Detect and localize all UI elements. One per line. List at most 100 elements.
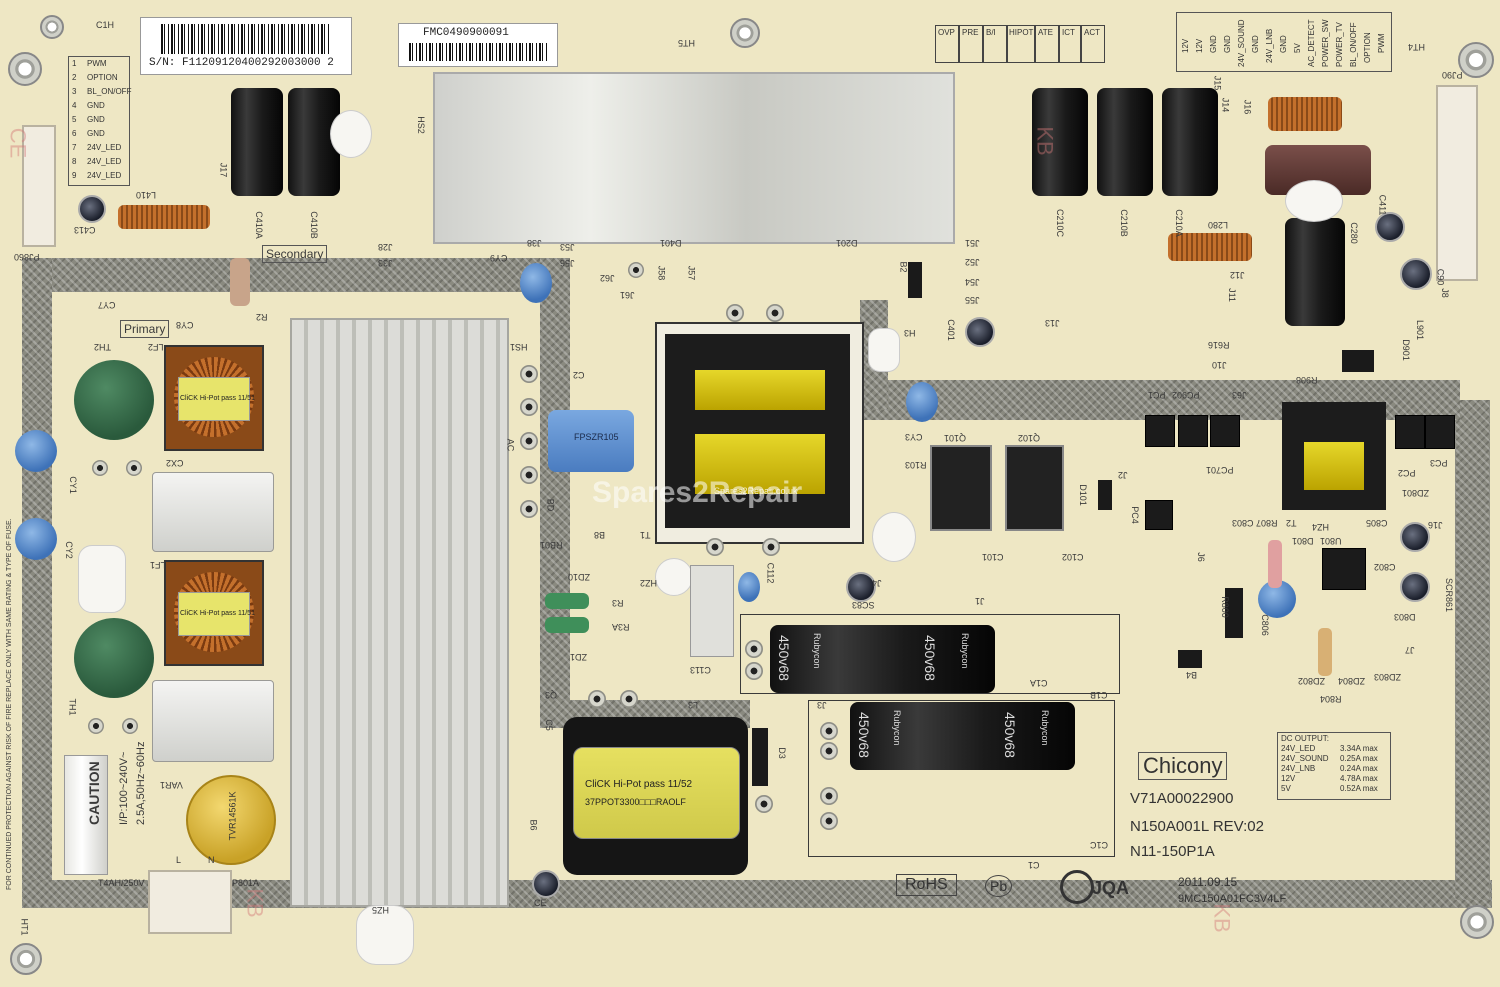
- ref-r804: R804: [1320, 694, 1342, 704]
- board-code: 9MC150A01FC3V4LF: [1178, 893, 1287, 905]
- optocoupler-pc902: [1178, 415, 1208, 447]
- kb-mark: KB: [242, 888, 268, 918]
- serial-barcode: [161, 24, 331, 54]
- y-capacitor-cy9: [520, 263, 552, 303]
- ref-b2: B2: [898, 261, 909, 273]
- watermark-url: Spares2Repair.co.uk: [714, 486, 798, 496]
- y-capacitor-c112: [738, 572, 760, 602]
- optocoupler-pc2: [1395, 415, 1425, 449]
- mounting-hole-ht5: [730, 18, 760, 48]
- white-clip-hz5: [356, 905, 414, 965]
- mounting-hole-c1h: [40, 15, 64, 39]
- white-clip-c411: [1285, 180, 1343, 222]
- heatsink-hs2: [433, 72, 955, 244]
- transformer-t2: [1282, 402, 1386, 510]
- solder-pad: [620, 690, 638, 708]
- white-clip-h3: [868, 328, 900, 372]
- solder-pad: [820, 722, 838, 740]
- kb-mark: KB: [1209, 903, 1235, 933]
- ref-c410b: C410B: [308, 211, 319, 239]
- ref-r908: R908: [1296, 375, 1318, 385]
- fuse-rating: T4AH/250V: [98, 878, 145, 888]
- ref-c805: C805: [1366, 518, 1388, 528]
- white-clip-hz4: [872, 512, 916, 562]
- electrolytic-c280: [1285, 218, 1345, 326]
- ref-d101: D101: [1077, 484, 1088, 506]
- ref-r800: R800: [1219, 596, 1230, 618]
- capacitor-c401: [965, 317, 995, 347]
- input-rating-2: 2.5A,50Hz~60Hz: [135, 741, 147, 825]
- hatch-band-right: [1455, 400, 1490, 900]
- ref-p801a: P801A: [232, 878, 260, 888]
- ref-j6: J6: [1195, 552, 1206, 562]
- solder-pad: [766, 304, 784, 322]
- solder-pad: [628, 262, 644, 278]
- part-number-1: V71A00022900: [1130, 790, 1234, 807]
- varistor-var1: TVR14561K: [186, 775, 276, 865]
- mounting-hole-top-left: [8, 52, 42, 86]
- ref-j38: J38: [527, 238, 542, 248]
- solder-pad: [745, 662, 763, 680]
- ref-j1: J1: [975, 596, 985, 606]
- ref-l410: L410: [136, 190, 157, 200]
- ref-j8: J8: [1439, 288, 1450, 298]
- ref-r3: R3: [612, 598, 624, 608]
- fmc-barcode: [409, 43, 547, 61]
- white-clip-left: [78, 545, 126, 613]
- ref-b8: B8: [594, 530, 606, 540]
- capacitor-c280b: [1375, 212, 1405, 242]
- ref-ht1: HT1: [19, 918, 30, 936]
- resistor-r810: [1268, 540, 1282, 588]
- test-box: OVP: [935, 25, 959, 63]
- ref-cy1: CY1: [67, 476, 78, 494]
- ref-c413: C413: [74, 225, 96, 235]
- ref-d801: D801: [1292, 536, 1314, 546]
- connector-pj90: [1436, 85, 1478, 281]
- test-box: PRE: [959, 25, 983, 63]
- inductor-l430: [1268, 97, 1342, 131]
- ref-h3: H3: [904, 328, 916, 338]
- ref-q101: Q101: [944, 433, 967, 443]
- ref-c280: C280: [1348, 222, 1359, 244]
- ref-d201: D201: [836, 238, 858, 248]
- diode-d901: [1342, 350, 1374, 372]
- ref-zd1: ZD1: [570, 652, 588, 662]
- y-capacitor-cy2: [15, 518, 57, 560]
- y-capacitor-cy1: [15, 430, 57, 472]
- y-capacitor-cy3: [906, 382, 938, 422]
- ref-zd802: ZD802: [1298, 676, 1326, 686]
- ref-th1: TH1: [67, 698, 78, 716]
- ref-pc1: PC1: [1148, 390, 1166, 400]
- resistor-r3: [545, 593, 589, 609]
- bulk-capacitor-c1b: 450v68 Rubycon 450v68 Rubycon: [850, 702, 1075, 770]
- ref-th2: TH2: [94, 342, 112, 352]
- resistor-r804: [1318, 628, 1332, 676]
- ref-c90: C90: [1435, 268, 1446, 286]
- ref-c210a: C210A: [1173, 209, 1184, 237]
- ref-d401: D401: [660, 238, 682, 248]
- ref-j3: J3: [817, 700, 827, 710]
- ref-c113: C113: [690, 665, 711, 675]
- diode-b2: [908, 262, 922, 298]
- mounting-hole-bottom-right: [1460, 905, 1494, 939]
- ref-pc701: PC701: [1206, 465, 1234, 475]
- ref-ce: CE: [534, 898, 547, 908]
- solder-pad: [88, 718, 104, 734]
- hatch-band-bottom: [22, 880, 1492, 908]
- ref-l901: L901: [1415, 319, 1426, 341]
- test-box: B/I: [983, 25, 1007, 63]
- solder-pad: [745, 640, 763, 658]
- outline-c1a: [740, 614, 1120, 694]
- jqa-logo-icon: [1060, 870, 1094, 904]
- ref-j58: J58: [656, 265, 667, 281]
- ref-j56: J56: [560, 258, 575, 268]
- ref-scr861: SCR861: [1444, 577, 1455, 613]
- ref-cx2: CX2: [166, 458, 184, 468]
- ref-pc3: PC3: [1430, 458, 1448, 468]
- manufacture-date: 2011.09.15: [1178, 875, 1238, 889]
- white-clip-hz2: [655, 558, 693, 596]
- ref-b6: B6: [528, 819, 539, 831]
- ref-c1: C1: [1028, 860, 1040, 870]
- optocoupler-pc4: [1145, 500, 1173, 530]
